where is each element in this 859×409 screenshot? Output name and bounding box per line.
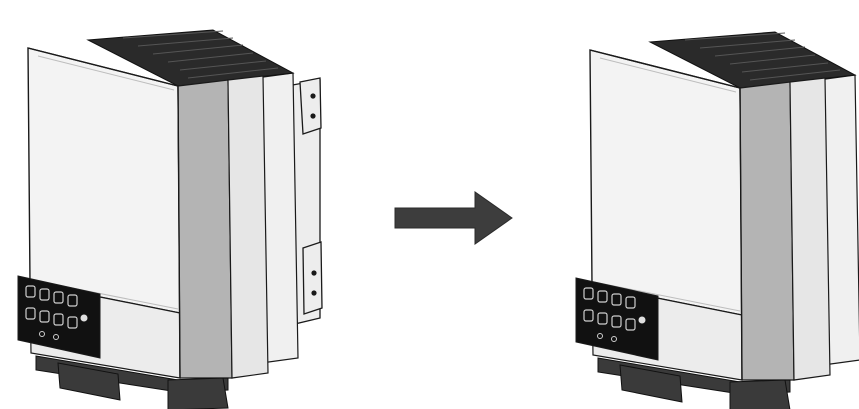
inverter-before [17, 29, 323, 409]
inverter-after [575, 31, 859, 409]
arrow-right-icon [394, 191, 513, 245]
